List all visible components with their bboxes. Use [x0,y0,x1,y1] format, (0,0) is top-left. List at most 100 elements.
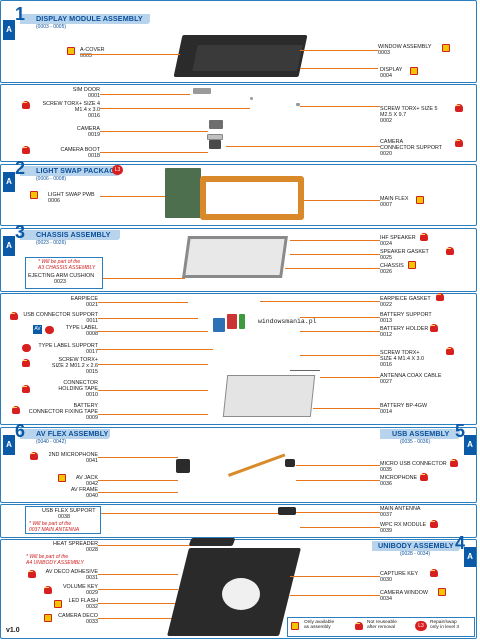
ejecting-arm-note-2: A3 CHASSIS ASSEMBLY [38,265,96,271]
leader-line [290,240,380,241]
leader-line [260,301,380,302]
l3-small-icon [45,326,54,334]
not-reusable-icon [446,247,454,255]
antenna-box [0,504,477,538]
leader-line [290,595,380,596]
section-a5-header-bar [380,429,460,439]
section-a4-header-bar [372,541,460,551]
leader-line [304,200,380,201]
available-as-assembly-icon [30,191,38,199]
leader-line [100,94,190,95]
screw-part [296,103,300,106]
l3-small-icon [22,344,31,352]
leader-line [98,457,178,458]
leader-line [98,390,208,391]
camera-part [209,120,223,129]
underline [80,54,100,55]
leader-line [101,513,281,514]
label-part-green [239,314,245,329]
section-a1-subparts-box [0,84,477,162]
section-a2-number: 2 [15,158,26,178]
leader-line [98,603,188,604]
not-reusable-icon [430,520,438,528]
loose-parts-box [0,293,477,425]
available-as-assembly-icon [416,196,424,204]
section-a2-box [0,164,477,226]
heat-spreader-note-2: A4 UNIBODY ASSEMBLY [26,560,84,566]
available-as-assembly-icon [44,614,52,622]
available-as-assembly-icon: AV [33,325,42,334]
l3-badge: L3 [415,621,427,631]
leader-line [300,317,380,318]
ejecting-arm-note-box [25,257,103,289]
section-a1-header-bar [20,14,150,24]
section-a4-letter: A [464,547,476,567]
camera-connector-support-part [207,134,223,140]
available-as-assembly-icon [442,44,450,52]
label-part-red [227,314,237,329]
not-reusable-icon [420,473,428,481]
available-as-assembly-icon [58,474,66,482]
version-label: v1.0 [6,627,20,634]
not-reusable-icon [30,452,38,460]
leader-line [300,527,380,528]
section-a4-title: UNIBODY ASSEMBLY [378,541,454,550]
section-a4-box [0,539,477,639]
leader-line [290,254,380,255]
not-reusable-icon [355,622,363,630]
leader-line [300,331,380,332]
leader-line [313,408,380,409]
screw-part [250,97,253,100]
section-a3-letter: A [3,236,15,256]
leader-line [103,278,185,279]
section-a2-range: (0006 - 0008) [36,176,67,182]
not-reusable-icon [28,570,36,578]
section-a4-number: 4 [455,533,466,553]
leader-line [226,146,380,147]
section-a4-range: (0028 - 0034) [400,551,431,557]
heat-spreader-part [188,538,236,546]
ejecting-arm-note-1: * Will be part of the [38,259,81,265]
not-reusable-icon [450,459,458,467]
available-as-assembly-icon [67,47,75,55]
leader-line [98,364,208,365]
light-swap-pwb-part [165,168,201,218]
section-a1-range: (0003 - 0005) [36,24,67,30]
not-reusable-icon [12,406,20,414]
section-a3-header-bar [20,230,120,240]
heat-spreader-note-1: * Will be part of the [26,554,69,560]
usb-flex-note-1: * Will be part of the [29,521,72,527]
not-reusable-icon [446,347,454,355]
chassis-part [182,236,288,278]
section-a3-title: CHASSIS ASSEMBLY [36,230,111,239]
section-a2-letter: A [3,172,15,192]
section-a3-number: 3 [15,222,26,242]
leader-line [98,349,213,350]
leader-line [296,465,380,466]
leader-line [98,302,188,303]
not-reusable-icon [436,293,444,301]
